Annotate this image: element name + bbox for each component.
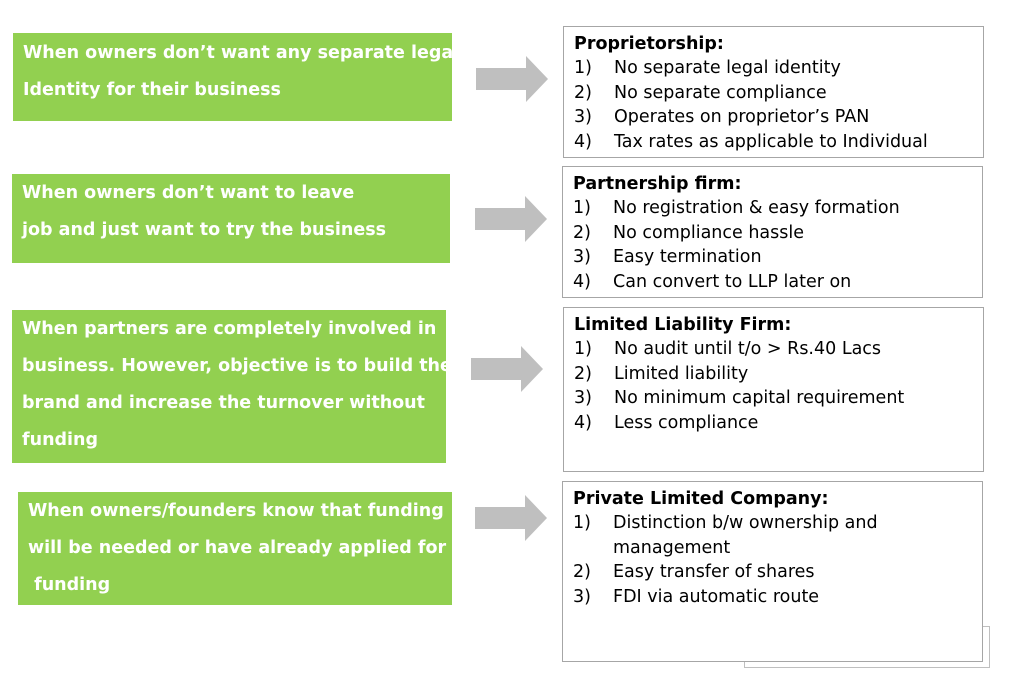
condition-box-1: When owners don’t want any separate lega… bbox=[13, 33, 460, 121]
list-item: 3) No minimum capital requirement bbox=[574, 386, 973, 411]
list-number: 1) bbox=[573, 198, 591, 218]
list-number: 1) bbox=[574, 339, 592, 359]
list-text: Operates on proprietor’s PAN bbox=[614, 107, 870, 127]
condition-line: Identity for their business bbox=[23, 80, 281, 100]
list-text: Can convert to LLP later on bbox=[613, 271, 852, 292]
arrow-right-icon bbox=[471, 346, 543, 392]
list-item: 3) Easy termination bbox=[573, 245, 972, 270]
entity-box-private-limited: Private Limited Company: 1) Distinction b… bbox=[562, 481, 983, 662]
list-number: 2) bbox=[574, 82, 592, 103]
condition-box-4: When owners/founders know that funding w… bbox=[18, 492, 452, 605]
list-text: Tax rates as applicable to Individual bbox=[614, 131, 928, 152]
list-number: 3) bbox=[573, 247, 591, 267]
list-text: No separate compliance bbox=[614, 82, 827, 103]
entity-points: 1) No registration & easy formation 2) No … bbox=[573, 196, 972, 294]
entity-points: 1) No audit until t/o > Rs.40 Lacs 2) Limi… bbox=[574, 337, 973, 435]
entity-box-llp: Limited Liability Firm: 1) No audit until… bbox=[563, 307, 984, 472]
condition-line: will be needed or have already applied f… bbox=[28, 538, 447, 558]
list-text: No audit until t/o > Rs.40 Lacs bbox=[614, 339, 882, 359]
list-text: No separate legal identity bbox=[614, 58, 841, 78]
condition-line: When partners are completely involved in bbox=[22, 319, 437, 339]
list-text: No registration & easy formation bbox=[613, 198, 900, 218]
condition-line: funding bbox=[22, 430, 99, 450]
list-text: Limited liability bbox=[614, 363, 749, 384]
list-number: 4) bbox=[573, 271, 591, 292]
entity-title: Proprietorship: bbox=[574, 34, 724, 54]
list-number: 1) bbox=[574, 58, 592, 78]
list-number: 3) bbox=[573, 586, 591, 607]
list-item: 1) No separate legal identity bbox=[574, 56, 973, 81]
condition-line: When owners don’t want any separate lega… bbox=[23, 43, 460, 63]
list-number: 4) bbox=[574, 412, 592, 433]
list-text: Easy termination bbox=[613, 247, 762, 267]
list-item: 1) No audit until t/o > Rs.40 Lacs bbox=[574, 337, 973, 362]
list-number: 3) bbox=[574, 388, 592, 408]
list-text: No minimum capital requirement bbox=[614, 388, 905, 408]
list-item: 1) Distinction b/w ownership and manageme… bbox=[573, 511, 972, 560]
list-item: 2) No separate compliance bbox=[574, 81, 973, 106]
list-number: 2) bbox=[573, 562, 591, 582]
list-item: 3) Operates on proprietor’s PAN bbox=[574, 105, 973, 130]
list-text: No compliance hassle bbox=[613, 222, 805, 243]
condition-box-3: When partners are completely involved in… bbox=[12, 310, 452, 463]
arrow-right-icon bbox=[475, 196, 547, 242]
list-text: FDI via automatic route bbox=[613, 586, 820, 607]
condition-line: funding bbox=[28, 575, 111, 595]
entity-box-partnership: Partnership firm: 1) No registration & ea… bbox=[562, 166, 983, 298]
list-item: 3) FDI via automatic route bbox=[573, 585, 972, 610]
list-item: 4) Tax rates as applicable to Individual bbox=[574, 130, 973, 155]
entity-title: Limited Liability Firm: bbox=[574, 315, 792, 335]
condition-line: business. However, objective is to build… bbox=[22, 356, 452, 376]
list-item: 2) Easy transfer of shares bbox=[573, 560, 972, 585]
entity-title: Partnership firm: bbox=[573, 174, 742, 194]
list-number: 4) bbox=[574, 131, 592, 152]
list-text: Less compliance bbox=[614, 412, 759, 433]
entity-points: 1) Distinction b/w ownership and manageme… bbox=[573, 511, 972, 609]
condition-line: When owners/founders know that funding bbox=[28, 501, 444, 521]
list-number: 3) bbox=[574, 107, 592, 127]
arrow-right-icon bbox=[476, 56, 548, 102]
entity-title: Private Limited Company: bbox=[573, 489, 829, 509]
arrow-right-icon bbox=[475, 495, 547, 541]
entity-box-proprietorship: Proprietorship: 1) No separate legal iden… bbox=[563, 26, 984, 158]
condition-line: When owners don’t want to leave bbox=[22, 183, 355, 203]
list-item: 4) Less compliance bbox=[574, 411, 973, 436]
list-number: 1) bbox=[573, 513, 591, 533]
list-text: Easy transfer of shares bbox=[613, 562, 815, 582]
condition-line: brand and increase the turnover without bbox=[22, 393, 426, 413]
condition-line: job and just want to try the business bbox=[22, 220, 387, 240]
list-number: 2) bbox=[573, 222, 591, 243]
condition-box-2: When owners don’t want to leave job and … bbox=[12, 174, 450, 263]
list-number: 2) bbox=[574, 363, 592, 384]
list-item: 4) Can convert to LLP later on bbox=[573, 270, 972, 295]
list-item: 2) No compliance hassle bbox=[573, 221, 972, 246]
list-text: Distinction b/w ownership and management bbox=[613, 513, 878, 558]
list-item: 1) No registration & easy formation bbox=[573, 196, 972, 221]
list-item: 2) Limited liability bbox=[574, 362, 973, 387]
entity-points: 1) No separate legal identity 2) No separa… bbox=[574, 56, 973, 154]
